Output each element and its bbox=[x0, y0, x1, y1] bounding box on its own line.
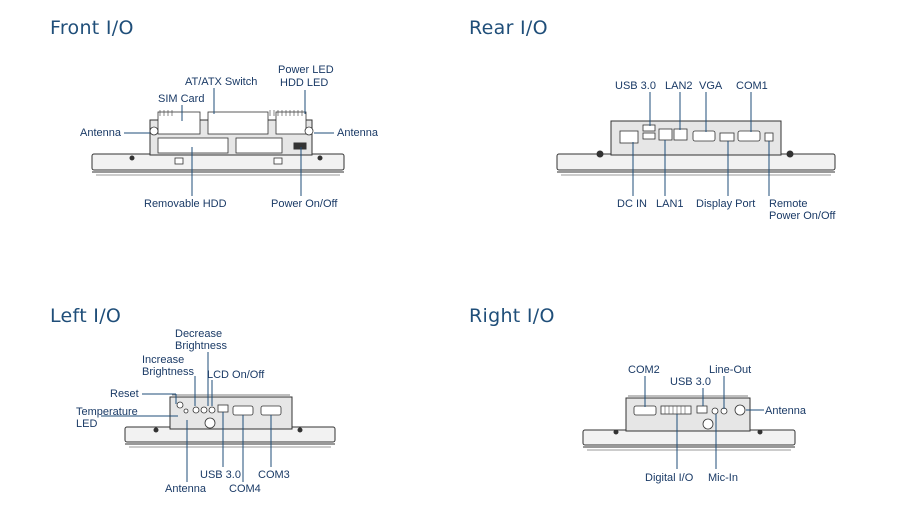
rear-dc-in-label: DC IN bbox=[617, 198, 647, 210]
rear-lan2-label: LAN2 bbox=[665, 80, 693, 92]
front-atx-switch-label: AT/ATX Switch bbox=[185, 76, 258, 88]
com2-port bbox=[633, 405, 657, 416]
right-usb30-label: USB 3.0 bbox=[670, 376, 711, 388]
rear-vga-label: VGA bbox=[699, 80, 723, 92]
decrease-brightness-button bbox=[200, 406, 208, 414]
vga-port bbox=[692, 130, 716, 142]
power-button bbox=[293, 142, 307, 150]
left-lcd-onoff-label: LCD On/Off bbox=[207, 369, 265, 381]
rear-display-port-label: Display Port bbox=[696, 198, 756, 210]
right-digital-io-label: Digital I/O bbox=[645, 472, 694, 484]
rear-com1-label: COM1 bbox=[736, 80, 768, 92]
left-increase-label: Increase bbox=[142, 354, 185, 366]
right-usb30-port bbox=[696, 405, 708, 414]
left-increase-brightness-label: Brightness bbox=[142, 366, 194, 378]
front-power-led-label: Power LED bbox=[278, 64, 334, 76]
left-com3-label: COM3 bbox=[258, 469, 290, 481]
antenna-right-connector bbox=[304, 126, 314, 136]
increase-brightness-button bbox=[192, 406, 200, 414]
left-reset-label: Reset bbox=[110, 388, 139, 400]
right-io-title: Right I/O bbox=[469, 305, 555, 327]
mic-in-port bbox=[711, 407, 719, 415]
sim-card-slot bbox=[157, 111, 201, 135]
com1-port bbox=[737, 130, 761, 142]
right-line-out-label: Line-Out bbox=[709, 364, 752, 376]
left-antenna-label: Antenna bbox=[165, 483, 206, 495]
rear-remote-label: Remote bbox=[769, 198, 808, 210]
antenna-left-connector bbox=[149, 126, 159, 136]
lcd-onoff-button bbox=[208, 406, 216, 414]
left-decrease-label: Decrease bbox=[175, 328, 223, 340]
right-mic-in-label: Mic-In bbox=[708, 472, 738, 484]
reset-button bbox=[176, 401, 184, 409]
left-led-label: LED bbox=[76, 418, 98, 430]
removable-hdd-bay bbox=[157, 137, 229, 154]
front-antenna-right-label: Antenna bbox=[337, 127, 378, 139]
front-removable-hdd-label: Removable HDD bbox=[144, 198, 227, 210]
right-antenna-connector bbox=[734, 404, 746, 416]
front-sim-card-label: SIM Card bbox=[158, 93, 205, 105]
rear-io-title: Rear I/O bbox=[469, 17, 548, 39]
front-hdd-led-label: HDD LED bbox=[280, 77, 329, 89]
left-io-title: Left I/O bbox=[50, 305, 122, 327]
right-com2-label: COM2 bbox=[628, 364, 660, 376]
left-usb30-label: USB 3.0 bbox=[200, 469, 241, 481]
left-antenna-connector bbox=[204, 417, 216, 429]
dc-in-port bbox=[619, 130, 639, 144]
front-io-title: Front I/O bbox=[50, 17, 134, 39]
atx-switch-slot bbox=[207, 111, 269, 135]
right-antenna-label: Antenna bbox=[765, 405, 806, 417]
rear-power-onoff-label: Power On/Off bbox=[769, 210, 836, 222]
usb30-port-b bbox=[642, 132, 656, 140]
rear-usb30-label: USB 3.0 bbox=[615, 80, 656, 92]
usb30-port-a bbox=[642, 124, 656, 132]
left-temperature-label: Temperature bbox=[76, 406, 138, 418]
rear-lan1-label: LAN1 bbox=[656, 198, 684, 210]
front-antenna-left-label: Antenna bbox=[80, 127, 121, 139]
digital-io-port bbox=[660, 405, 692, 415]
left-com4-label: COM4 bbox=[229, 483, 261, 495]
display-port bbox=[719, 132, 735, 142]
left-decrease-brightness-label: Brightness bbox=[175, 340, 227, 352]
front-power-onoff-label: Power On/Off bbox=[271, 198, 338, 210]
